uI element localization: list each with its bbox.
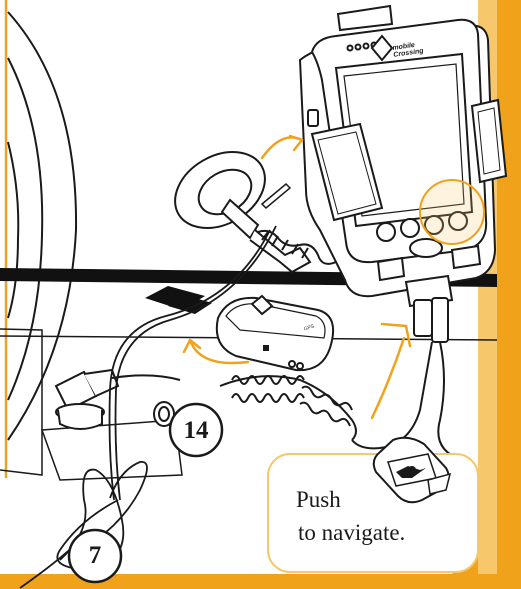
highlight-circle [420, 180, 484, 244]
pda-connector [406, 276, 452, 342]
gps-receiver-icon [217, 296, 333, 370]
instruction-line-2: to navigate. [298, 521, 405, 544]
suction-mount-icon [161, 137, 310, 272]
callout-7-label: 7 [70, 543, 120, 568]
instruction-line-1: Push [296, 488, 341, 511]
callout-14-label: 14 [170, 418, 222, 443]
